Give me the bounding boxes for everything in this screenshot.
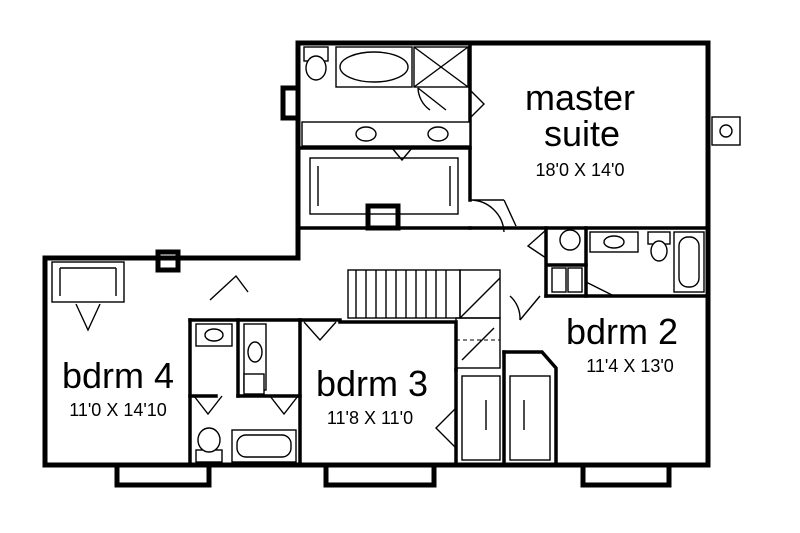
master-closet	[309, 157, 459, 215]
bdrm2-label: bdrm 2 11'4 X 13'0	[566, 311, 678, 376]
hall-bath	[188, 318, 302, 467]
exterior-walls	[42, 40, 711, 468]
master-dims: 18'0 X 14'0	[536, 160, 625, 180]
bottom-windows	[114, 462, 672, 488]
bdrm3-dims: 11'8 X 11'0	[327, 408, 413, 428]
bdrm4-features	[51, 261, 249, 332]
master-name-line2: suite	[544, 113, 620, 154]
bdrm4-label: bdrm 4 11'0 X 14'10	[62, 355, 174, 420]
bdrm3-label: bdrm 3 11'8 X 11'0	[316, 363, 428, 428]
bdrm2-doors	[509, 229, 615, 321]
bath2-fixtures	[551, 229, 705, 293]
bdrm2-name: bdrm 2	[566, 311, 678, 352]
master-bath-fixtures	[301, 46, 485, 162]
master-suite-walls	[296, 41, 710, 230]
bdrm4-name: bdrm 4	[62, 355, 174, 396]
exterior-fixture-box	[711, 116, 741, 146]
bdrm3-walls	[298, 318, 458, 467]
stair	[347, 269, 501, 369]
master-name-line1: master	[525, 77, 635, 118]
closets-center	[435, 350, 558, 467]
bdrm4-dims: 11'0 X 14'10	[69, 400, 167, 420]
master-entry-door	[469, 199, 517, 233]
bdrm2-walls	[544, 226, 710, 298]
master-suite-label: master suite 18'0 X 14'0	[525, 77, 635, 180]
bdrm3-name: bdrm 3	[316, 363, 428, 404]
bdrm2-dims: 11'4 X 13'0	[586, 356, 674, 376]
